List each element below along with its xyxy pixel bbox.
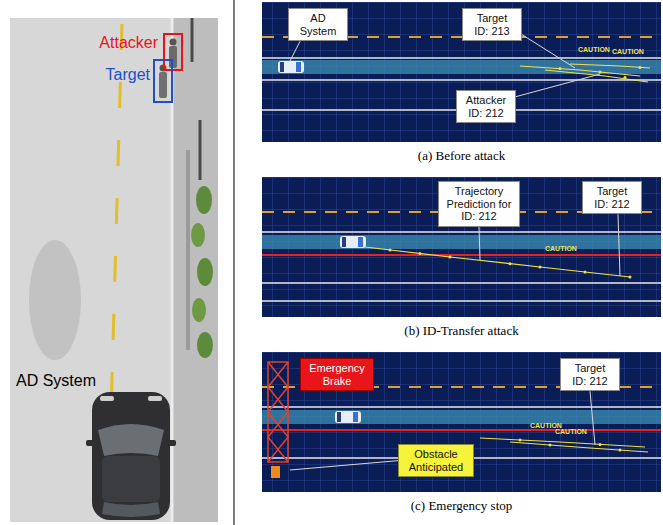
callout-text: Emergency Brake [307,362,367,387]
sim-panel [262,352,661,492]
object-label: AD System [16,372,96,390]
leader-line [479,227,480,260]
callout-text: Obstacle Anticipated [405,448,467,473]
subfigure-caption: (c) Emergency stop [262,498,661,514]
leader-line [618,214,620,276]
callout-box: Target ID: 213 [462,8,522,41]
leader-line [522,35,575,68]
callout-box: Trajectory Prediction for ID: 212 [438,181,520,227]
object-label: Target [86,66,150,84]
subfigure-caption: (a) Before attack [262,148,661,164]
car-illustration [86,392,176,520]
callout-text: AD System [295,12,341,37]
callout-text: Attacker ID: 212 [463,94,509,119]
sim-panel [262,2,661,142]
callout-box: Emergency Brake [300,358,374,391]
road-scene [10,18,218,522]
warning-text: CAUTION [612,48,644,55]
callout-text: Target ID: 213 [469,12,515,37]
callout-text: Target ID: 212 [567,362,613,387]
leader-line [290,461,398,470]
warning-text: CAUTION [530,422,562,429]
callout-box: Attacker ID: 212 [456,90,516,123]
callout-text: Target ID: 212 [589,185,635,210]
callout-box: Target ID: 212 [582,181,642,214]
object-label: Attacker [86,34,158,52]
warning-text: CAUTION [578,46,610,53]
subfigure-caption: (b) ID-Transfer attack [262,323,661,339]
callout-box: Target ID: 212 [560,358,620,391]
callout-box: AD System [288,8,348,41]
leader-line [590,391,595,445]
warning-text: CAUTION [545,245,577,252]
divider [234,0,235,525]
warning-text: CAUTION [555,428,587,435]
leader-line [290,41,300,61]
leader-line [516,74,600,97]
sim-panel [262,177,661,317]
callout-text: Trajectory Prediction for ID: 212 [445,185,513,223]
callout-box: Obstacle Anticipated [398,444,474,477]
